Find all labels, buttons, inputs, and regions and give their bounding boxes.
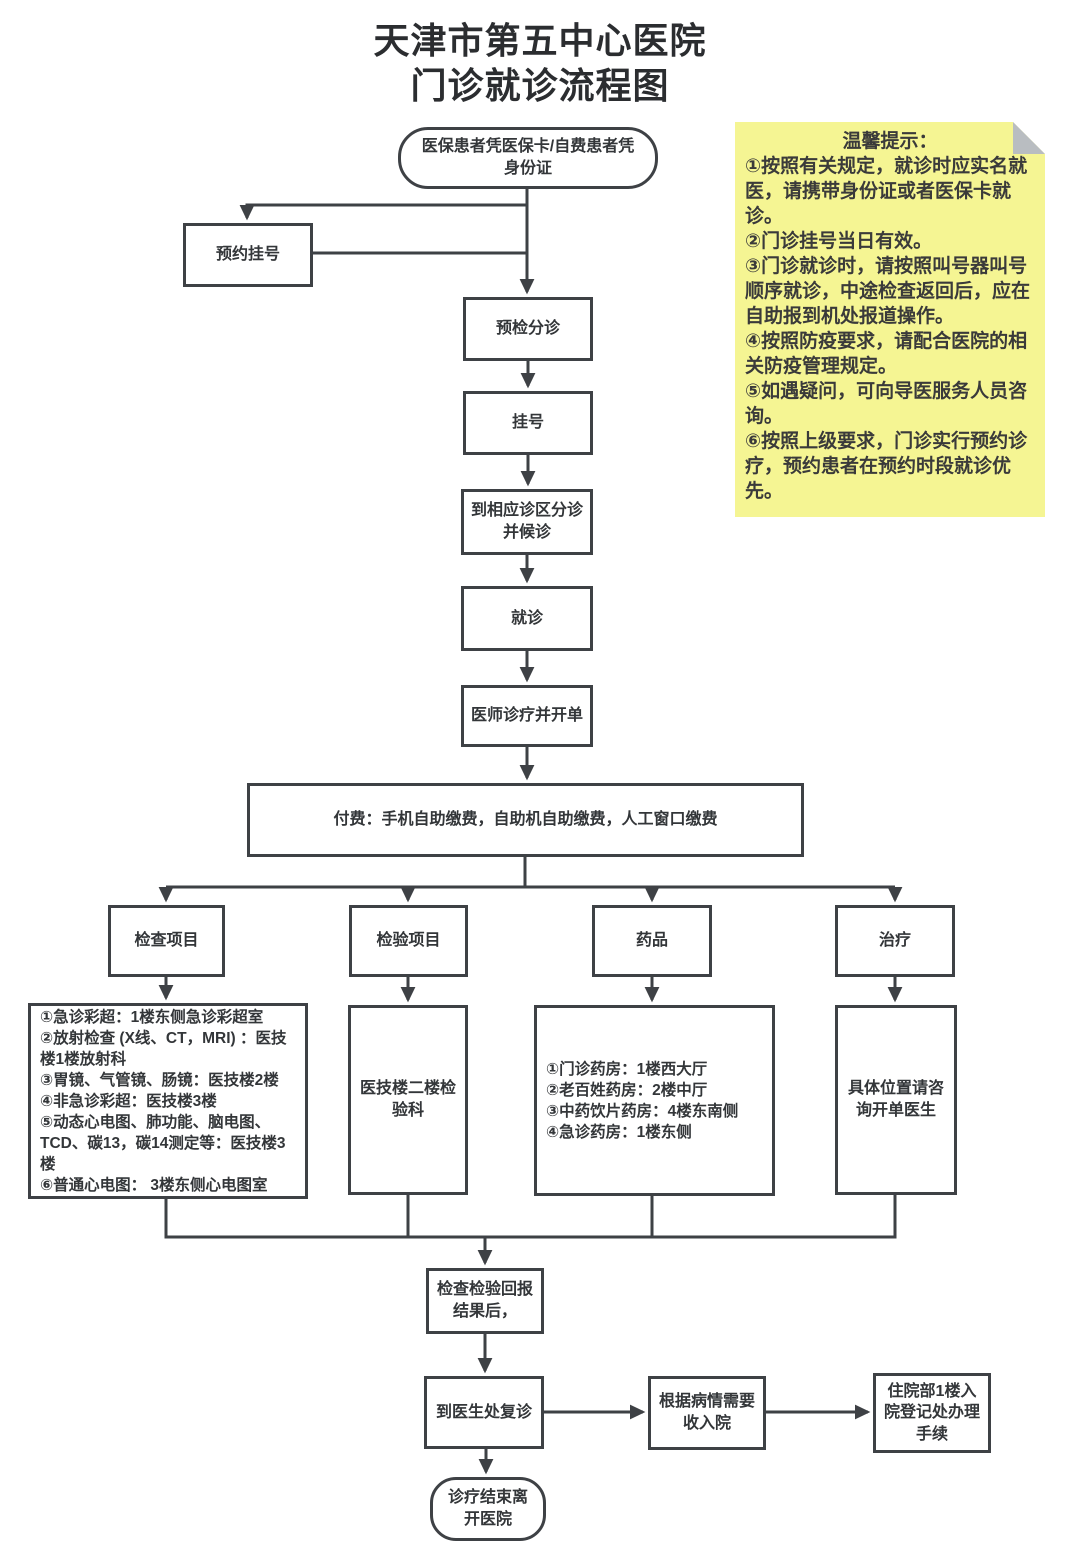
flow-node-doctor-order: 医师诊疗并开单 [461,685,593,747]
tips-note: 温馨提示： ①按照有关规定，就诊时应实名就医，请携带身份证或者医保卡就诊。 ②门… [735,122,1045,517]
flow-node-triage: 预检分诊 [463,297,593,361]
flow-node-pay: 付费：手机自助缴费，自助机自助缴费，人工窗口缴费 [247,783,804,857]
note-fold-icon [1013,122,1045,154]
flow-node-lab-detail: 医技楼二楼检验科 [348,1005,468,1195]
flow-node-branch-lab: 检验项目 [349,905,468,977]
flow-node-end: 诊疗结束离开医院 [430,1477,546,1541]
flow-node-branch-treat: 治疗 [835,905,955,977]
flow-node-admit: 根据病情需要收入院 [648,1376,766,1450]
check-detail-line: ④非急诊彩超：医技楼3楼 [40,1092,217,1110]
check-detail-line: ③胃镜、气管镜、肠镜：医技楼2楼 [40,1071,279,1089]
connector-merge-line [164,1194,897,1239]
flow-node-treat-detail: 具体位置请咨询开单医生 [835,1005,957,1195]
flow-node-register: 挂号 [463,391,593,455]
flow-node-visit: 就诊 [461,586,593,651]
flow-node-appointment: 预约挂号 [183,223,313,287]
drug-detail-line: ①门诊药房：1楼西大厅 [546,1060,708,1078]
flow-node-branch-check: 检查项目 [108,905,225,977]
drug-detail-line: ④急诊药房：1楼东侧 [546,1123,692,1141]
page-title-line1: 天津市第五中心医院 [373,20,707,61]
flow-node-report: 检查检验回报结果后， [426,1268,544,1334]
tips-item: ⑥按照上级要求，门诊实行预约诊疗，预约患者在预约时段就诊优先。 [745,431,1028,502]
check-detail-line: ⑥普通心电图： 3楼东侧心电图室 [40,1176,268,1194]
tips-item: ②门诊挂号当日有效。 [745,231,933,252]
drug-detail-line: ②老百姓药房：2楼中厅 [546,1081,708,1099]
check-detail-line: ②放射检查 (X线、CT，MRI) ：医技楼1楼放射科 [40,1029,287,1068]
connector-pay-split [166,856,895,889]
flow-node-check-detail: ①急诊彩超：1楼东侧急诊彩超室 ②放射检查 (X线、CT，MRI) ：医技楼1楼… [28,1003,308,1199]
tips-item: ③门诊就诊时，请按照叫号器叫号顺序就诊，中途检查返回后，应在自助报到机处报道操作… [745,256,1031,327]
flow-node-drug-detail: ①门诊药房：1楼西大厅 ②老百姓药房：2楼中厅 ③中药饮片药房：4楼东南侧 ④急… [534,1005,775,1196]
check-detail-line: ⑤动态心电图、肺功能、脑电图、TCD、碳13，碳14测定等：医技楼3楼 [40,1113,286,1173]
check-detail-line: ①急诊彩超：1楼东侧急诊彩超室 [40,1008,264,1026]
flow-node-start: 医保患者凭医保卡/自费患者凭身份证 [398,127,658,189]
tips-heading: 温馨提示： [842,131,938,152]
connector-start-to-appointment [239,203,529,221]
flow-node-admit-office: 住院部1楼入院登记处办理手续 [873,1373,991,1453]
flow-node-return-visit: 到医生处复诊 [424,1376,544,1449]
tips-item: ⑤如遇疑问，可向导医服务人员咨询。 [745,381,1028,427]
tips-item: ④按照防疫要求，请配合医院的相关防疫管理规定。 [745,331,1028,377]
flow-node-to-area: 到相应诊区分诊并候诊 [461,489,593,555]
tips-item: ①按照有关规定，就诊时应实名就医，请携带身份证或者医保卡就诊。 [745,156,1028,227]
page-title: 天津市第五中心医院 门诊就诊流程图 [0,18,1080,108]
drug-detail-line: ③中药饮片药房：4楼东南侧 [546,1102,739,1120]
flow-node-branch-drug: 药品 [592,905,712,977]
page-title-line2: 门诊就诊流程图 [410,65,670,106]
